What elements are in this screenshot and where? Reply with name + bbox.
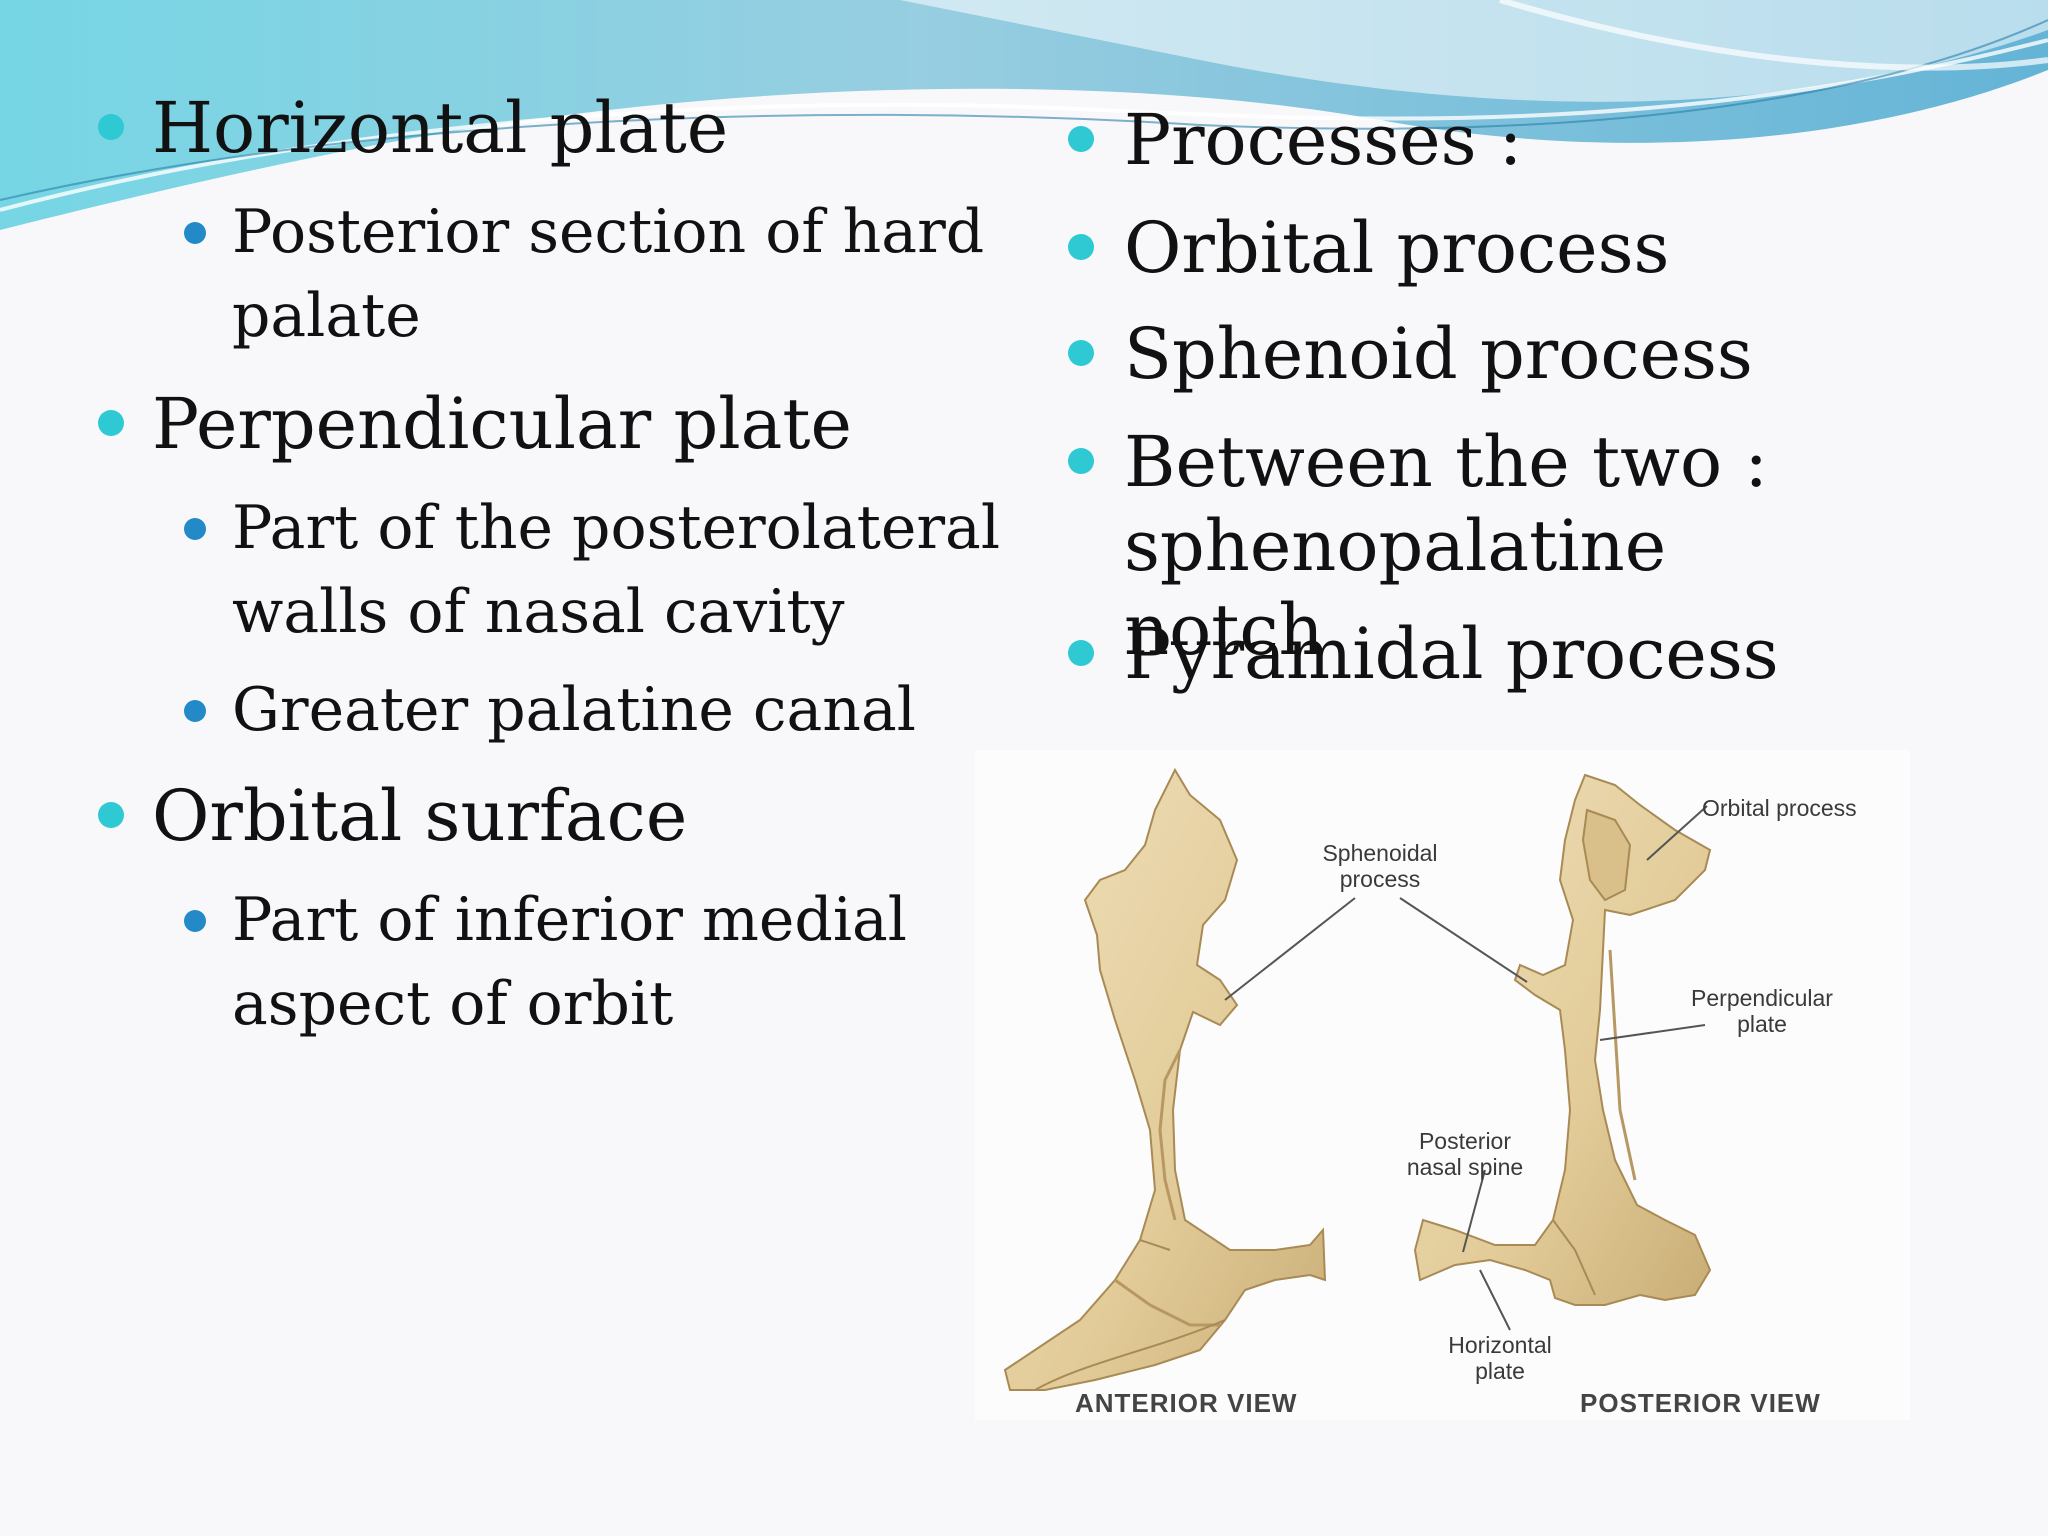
- header-wave-banner: [0, 0, 2048, 230]
- label-perpendicular-plate: Perpendicular plate: [1691, 985, 1833, 1037]
- label-horizontal-plate: Horizontal plate: [1448, 1332, 1552, 1384]
- bullet-icon: [1068, 448, 1094, 474]
- bullet-icon: [98, 410, 124, 436]
- point-orbital-surface: Part of inferior medial aspect of orbit: [232, 885, 907, 1039]
- posterior-view-bone: [1413, 773, 1712, 1306]
- heading-horizontal-plate: Horizontal plate: [152, 87, 729, 169]
- item-processes: Processes :: [1124, 99, 1523, 181]
- label-leader-lines: [1224, 805, 1708, 1331]
- anterior-view-bone: [1003, 767, 1327, 1391]
- bullet-icon: [1068, 640, 1094, 666]
- label-posterior-view: POSTERIOR VIEW: [1580, 1388, 1821, 1418]
- bullet-icon: [98, 114, 124, 140]
- point-horizontal-plate: Posterior section of hard palate: [232, 197, 985, 351]
- bullet-icon: [184, 700, 206, 722]
- heading-perpendicular-plate: Perpendicular plate: [152, 383, 852, 465]
- bullet-icon: [184, 222, 206, 244]
- label-orbital-process: Orbital process: [1702, 795, 1857, 821]
- palatine-bone-figure: Orbital process Sphenoidal process Perpe…: [975, 750, 1910, 1420]
- label-posterior-nasal-spine: Posterior nasal spine: [1406, 1128, 1524, 1180]
- bullet-icon: [1068, 340, 1094, 366]
- item-pyramidal-process: Pyramidal process: [1124, 613, 1779, 695]
- heading-orbital-surface: Orbital surface: [152, 775, 688, 857]
- label-sphenoidal-process: Sphenoidal process: [1322, 840, 1438, 892]
- bullet-icon: [1068, 126, 1094, 152]
- item-orbital-process: Orbital process: [1124, 207, 1670, 289]
- bullet-icon: [98, 802, 124, 828]
- palatine-bone-illustration: [1003, 767, 1712, 1391]
- bullet-icon: [184, 910, 206, 932]
- item-sphenoid-process: Sphenoid process: [1124, 313, 1753, 395]
- item-sphenopalatine-notch: Between the two : sphenopalatine notch: [1124, 421, 1769, 671]
- point-perpendicular-plate-2: Greater palatine canal: [232, 675, 916, 745]
- point-perpendicular-plate-1: Part of the posterolateral walls of nasa…: [232, 493, 1001, 647]
- bullet-icon: [184, 518, 206, 540]
- label-anterior-view: ANTERIOR VIEW: [1075, 1388, 1298, 1418]
- bullet-icon: [1068, 234, 1094, 260]
